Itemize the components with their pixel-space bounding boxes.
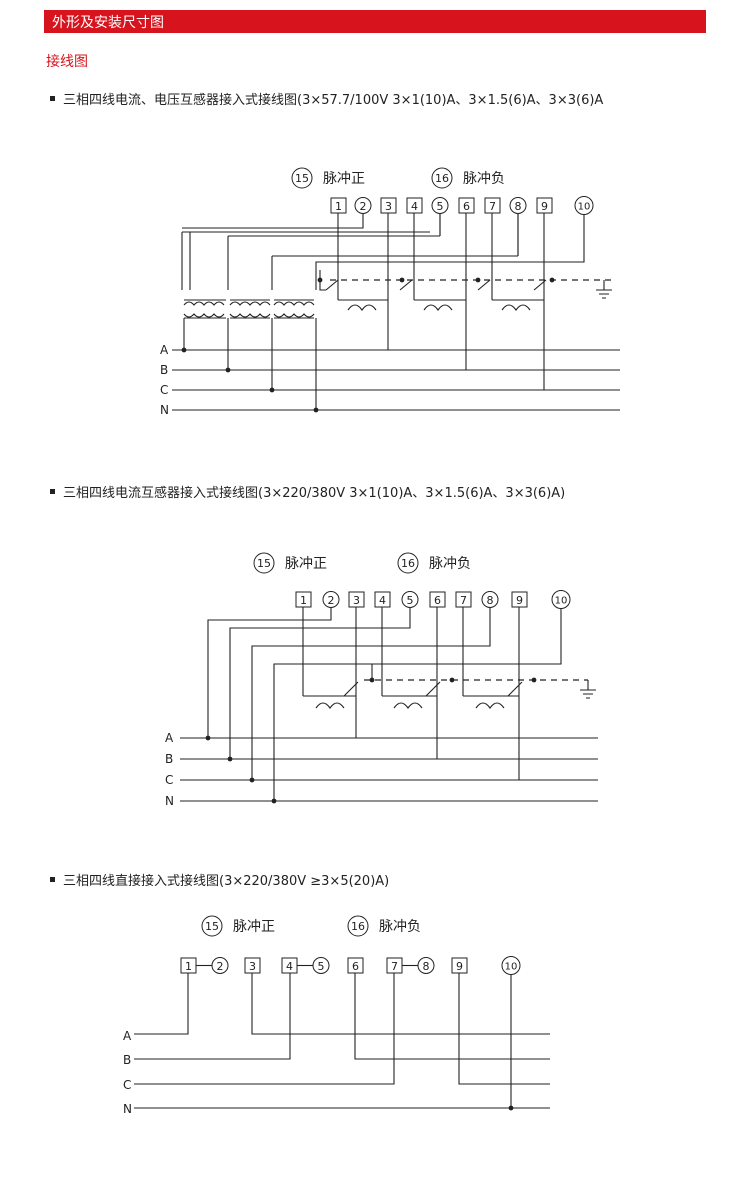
svg-text:1: 1 [300,594,307,607]
svg-text:16: 16 [351,920,365,933]
line-label-n: N [160,403,169,417]
svg-text:2: 2 [360,200,367,213]
svg-text:3: 3 [249,960,256,973]
svg-text:8: 8 [515,200,522,213]
wiring-diagram-heading: 接线图 [46,54,88,70]
svg-text:6: 6 [463,200,470,213]
svg-text:1: 1 [335,200,342,213]
current-transformers [325,279,547,311]
terminal-block: 1 2 3 4 5 6 7 8 9 10 [180,956,521,975]
svg-text:4: 4 [411,200,418,213]
pulse-positive-legend: 15 脉冲正 [201,915,275,937]
svg-text:C: C [165,773,173,787]
svg-text:5: 5 [437,200,444,213]
svg-text:3: 3 [353,594,360,607]
svg-text:脉冲正: 脉冲正 [233,919,275,935]
svg-text:8: 8 [423,960,430,973]
line-label-c: C [160,383,168,397]
ground-icon [596,280,612,299]
svg-text:C: C [123,1078,131,1092]
bullet-icon [50,96,55,101]
pulse-negative-number: 16 [435,172,449,185]
svg-text:1: 1 [185,960,192,973]
section-header-title: 外形及安装尺寸图 [52,15,164,31]
diagram-1-caption: 三相四线电流、电压互感器接入式接线图(3×57.7/100V 3×1(10)A、… [50,89,603,108]
diagram-1: 15 脉冲正 16 脉冲负 A B C N 1 2 3 4 5 6 7 [160,167,620,417]
svg-text:7: 7 [391,960,398,973]
svg-text:10: 10 [505,962,518,973]
svg-text:脉冲负: 脉冲负 [379,919,421,935]
pulse-negative-legend: 16 脉冲负 [347,915,421,937]
svg-text:15: 15 [205,920,219,933]
terminal-block: 1 2 3 4 5 6 7 8 9 10 [330,196,594,215]
pulse-positive-number: 15 [295,172,309,185]
voltage-transformers [181,212,519,410]
svg-text:A: A [165,731,174,745]
svg-text:脉冲负: 脉冲负 [429,556,471,572]
svg-text:6: 6 [352,960,359,973]
bullet-icon [50,489,55,494]
svg-text:B: B [123,1053,131,1067]
ground-icon [580,680,596,699]
pulse-negative-legend: 16 脉冲负 [431,167,505,189]
pulse-positive-legend: 15 脉冲正 [253,552,327,574]
svg-text:5: 5 [407,594,414,607]
line-label-b: B [160,363,168,377]
svg-text:5: 5 [318,960,325,973]
section-header-bar: 外形及安装尺寸图 [44,10,706,33]
diagram-3-caption: 三相四线直接接入式接线图(3×220/380V ≥3×5(20)A) [50,870,389,889]
terminal-block: 1 2 3 4 5 6 7 8 9 10 [295,590,571,609]
svg-text:N: N [123,1102,132,1116]
svg-text:7: 7 [460,594,467,607]
svg-text:B: B [165,752,173,766]
pulse-negative-label: 脉冲负 [463,171,505,187]
svg-text:9: 9 [456,960,463,973]
svg-text:6: 6 [434,594,441,607]
svg-text:3: 3 [385,200,392,213]
svg-text:A: A [123,1029,132,1043]
svg-text:N: N [165,794,174,808]
diagram-3: 15 脉冲正 16 脉冲负 1 2 3 4 5 6 7 8 9 10 A B C… [123,915,550,1116]
svg-text:10: 10 [578,202,591,213]
pulse-negative-legend: 16 脉冲负 [397,552,471,574]
svg-text:16: 16 [401,557,415,570]
svg-text:2: 2 [217,960,224,973]
bullet-icon [50,877,55,882]
svg-text:4: 4 [286,960,293,973]
svg-text:10: 10 [555,596,568,607]
svg-text:9: 9 [516,594,523,607]
pulse-positive-legend: 15 脉冲正 [291,167,365,189]
diagram-2-caption: 三相四线电流互感器接入式接线图(3×220/380V 3×1(10)A、3×1.… [50,482,565,501]
svg-text:15: 15 [257,557,271,570]
pulse-positive-label: 脉冲正 [323,171,365,187]
line-label-a: A [160,343,169,357]
svg-text:7: 7 [489,200,496,213]
svg-text:4: 4 [379,594,386,607]
svg-text:2: 2 [328,594,335,607]
svg-text:脉冲正: 脉冲正 [285,556,327,572]
svg-text:8: 8 [487,594,494,607]
svg-text:9: 9 [541,200,548,213]
diagram-2: 15 脉冲正 16 脉冲负 A B C N 1 2 3 4 5 6 7 8 9 … [165,552,598,808]
